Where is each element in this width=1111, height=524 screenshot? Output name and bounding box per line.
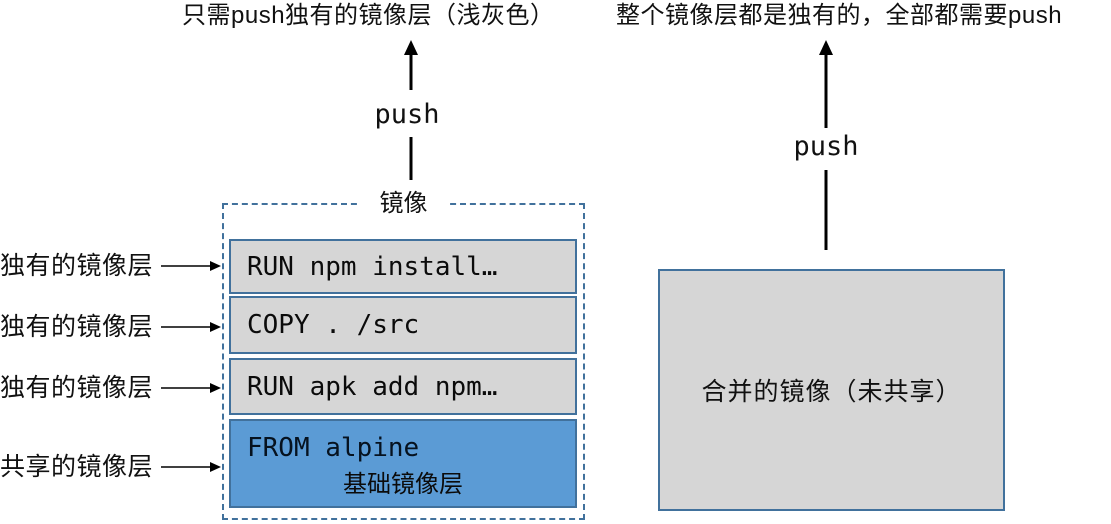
merged-image-box: 合并的镜像（未共享） <box>658 269 1005 511</box>
side-label-unique-layer-3: 独有的镜像层 <box>0 374 154 402</box>
pointer-arrow-layer-3 <box>161 383 221 393</box>
caption-right: 整个镜像层都是独有的，全部都需要push <box>616 2 1063 29</box>
push-label-right: push <box>793 131 859 162</box>
side-label-unique-layer-2: 独有的镜像层 <box>0 313 154 341</box>
caption-left: 只需push独有的镜像层（浅灰色） <box>182 2 555 29</box>
push-label-left: push <box>374 99 440 130</box>
layer-from-alpine-text: FROM alpine <box>247 433 420 463</box>
pointer-arrow-layer-2 <box>161 322 221 332</box>
layer-run-apk-add: RUN apk add npm… <box>229 358 577 415</box>
image-dashed-box: 镜像 <box>222 189 585 520</box>
pointer-arrow-layer-4 <box>161 462 221 472</box>
layer-run-npm-install: RUN npm install… <box>229 239 577 294</box>
pointer-arrow-layer-1 <box>161 261 221 271</box>
merged-image-label: 合并的镜像（未共享） <box>701 378 962 406</box>
layer-from-alpine: FROM alpine 基础镜像层 <box>229 419 577 508</box>
side-label-unique-layer-1: 独有的镜像层 <box>0 252 154 280</box>
image-box-title: 镜像 <box>357 189 450 219</box>
side-label-shared-layer: 共享的镜像层 <box>0 453 154 481</box>
base-image-layer-label: 基础镜像层 <box>343 471 463 498</box>
layer-copy-src: COPY . /src <box>229 296 577 354</box>
